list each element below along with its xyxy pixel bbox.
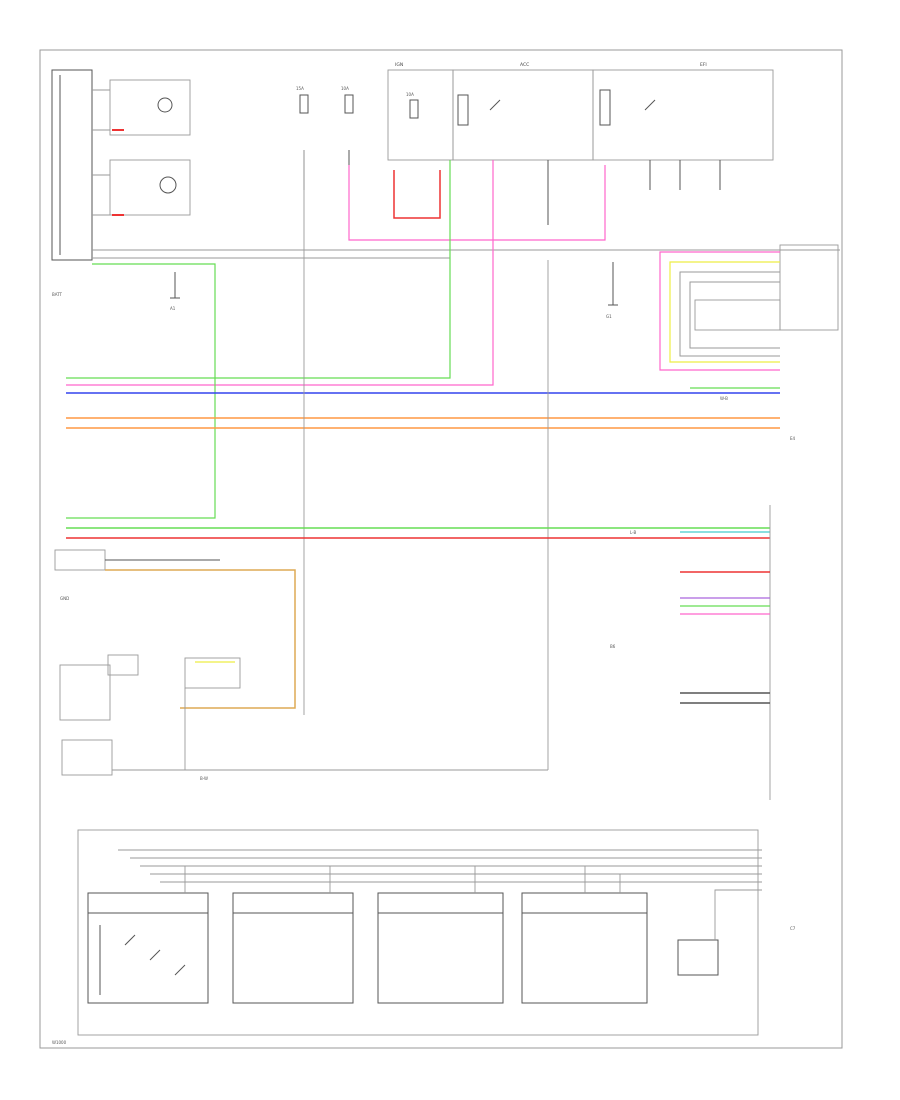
- left-module-mid: [54, 549, 106, 571]
- fuse-3-label: 10A: [406, 92, 414, 97]
- sensor-small-wire: [714, 889, 762, 940]
- relay-box-right-label: EFI: [700, 62, 707, 68]
- wire-code-2: L-B: [630, 530, 636, 535]
- gray-right-wire: [679, 271, 780, 357]
- relay-box-left-label: IGN: [395, 62, 403, 68]
- gray-right-wire-2: [689, 281, 780, 349]
- relay-box-mid: [452, 69, 594, 161]
- fuse-3: [409, 99, 419, 119]
- wire-code-1: W-B: [720, 396, 728, 401]
- switch-box-1: [59, 664, 111, 721]
- unit-tag: C7: [790, 926, 796, 931]
- seat-box-2: [232, 892, 354, 1004]
- green-left-wire: [66, 263, 216, 519]
- right-connector-upper: [779, 244, 839, 331]
- tan-wire: [105, 569, 296, 709]
- fuse-2-label: 10A: [341, 86, 349, 91]
- connector-tag: E4: [790, 436, 796, 441]
- seat-box-3: [377, 892, 504, 1004]
- ground-1-label: A1: [170, 306, 176, 311]
- wire-code-3: B-W: [200, 776, 208, 781]
- seat-switch-3: [174, 964, 186, 976]
- green-vertical-wire: [66, 160, 451, 379]
- relay-switch-1: [489, 99, 501, 111]
- fuse-1-label: 15A: [296, 86, 304, 91]
- left-module-box: [51, 69, 93, 261]
- sensor-box-upper: [109, 79, 191, 136]
- fuse-1: [299, 94, 309, 114]
- relay-box-mid-label: ACC: [520, 62, 529, 68]
- relay-coil-1: [457, 94, 469, 126]
- inner-conn-box: [184, 657, 241, 689]
- sensor-symbol-upper: [157, 97, 173, 113]
- seat-box-4: [521, 892, 648, 1004]
- right-inner-module: [694, 299, 781, 331]
- relay-box-right: [592, 69, 774, 161]
- seat-switch-2: [149, 949, 161, 961]
- relay-box-left: [387, 69, 454, 161]
- red-loop-wire: [393, 170, 441, 219]
- left-mid-ref: GND: [60, 596, 69, 601]
- switch-box-2: [107, 654, 139, 676]
- fuse-2: [344, 94, 354, 114]
- yellow-right-wire: [669, 261, 780, 363]
- ground-2-label: G1: [606, 314, 612, 319]
- switch-box-3: [61, 739, 113, 776]
- seat-box-1: [87, 892, 209, 1004]
- bottom-module-outer: [77, 829, 759, 1036]
- bottom-left-code: W1000: [52, 1040, 67, 1045]
- body-ecu-tag: B6: [610, 644, 616, 649]
- pink-loop-wire: [348, 165, 606, 241]
- seat-switch-1: [124, 934, 136, 946]
- sensor-small-box: [677, 939, 719, 976]
- sensor-box-lower: [109, 159, 191, 216]
- pink-vertical-wire: [66, 160, 494, 386]
- left-top-ref: BATT: [52, 292, 63, 297]
- diagram-frame: [39, 49, 843, 1049]
- relay-coil-2: [599, 89, 611, 126]
- relay-switch-2: [644, 99, 656, 111]
- pink-right-wire: [659, 251, 780, 371]
- sensor-symbol-lower: [159, 176, 177, 194]
